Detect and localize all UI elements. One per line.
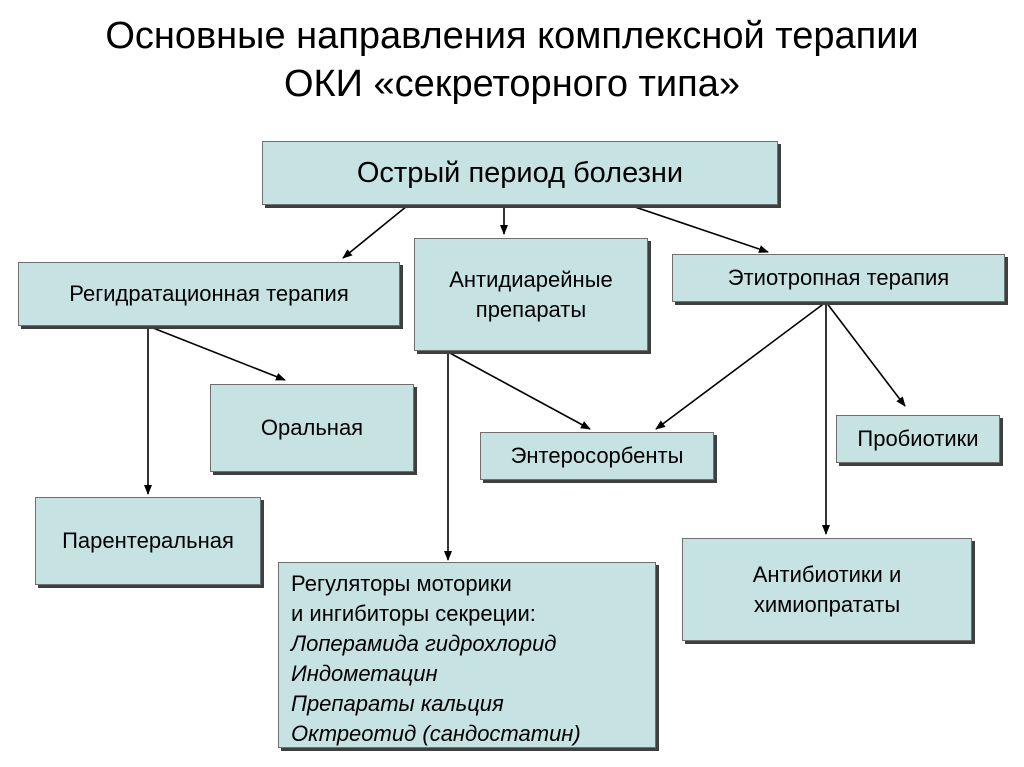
node-etiotropic-label: Этиотропная терапия xyxy=(727,265,950,290)
node-regulators: Регуляторы моторики и ингибиторы секреци… xyxy=(278,562,656,748)
node-rehydration-label: Регидратационная терапия xyxy=(69,281,349,306)
node-antibiotics: Антибиотики и химиопрататы xyxy=(682,538,972,641)
node-acute-period: Острый период болезни xyxy=(262,141,778,205)
node-acute-period-label: Острый период болезни xyxy=(356,157,684,189)
node-antidiarrheal-line1: Антидиарейные xyxy=(449,266,613,292)
regulators-drug-item: Октреотид (сандостатин) xyxy=(291,721,581,746)
node-regulators-line1: Регуляторы моторики xyxy=(291,571,512,596)
node-parenteral: Парентеральная xyxy=(35,497,261,585)
title-line-2: ОКИ «секреторного типа» xyxy=(283,63,741,105)
node-rehydration-therapy: Регидратационная терапия xyxy=(18,262,400,326)
arrow-acute-to-etiotropic xyxy=(631,205,769,253)
arrow-rehydration-to-oral xyxy=(147,325,286,381)
node-antidiarrheal: Антидиарейные препараты xyxy=(414,238,648,351)
node-oral: Оральная xyxy=(210,384,414,472)
node-oral-label: Оральная xyxy=(260,415,364,440)
node-regulators-line2: и ингибиторы секреции: xyxy=(291,601,536,626)
node-antibiotics-line1: Антибиотики и xyxy=(752,561,902,587)
node-antibiotics-line2: химиопрататы xyxy=(753,591,901,617)
node-antidiarrheal-line2: препараты xyxy=(475,296,587,322)
title-line-1: Основные направления комплексной терапии xyxy=(105,15,919,57)
node-probiotics-label: Пробиотики xyxy=(857,426,979,451)
arrow-etiotropic-to-probiotics xyxy=(825,301,906,407)
arrow-etiotropic-to-enterosorbents xyxy=(655,301,827,430)
node-probiotics: Пробиотики xyxy=(836,415,1000,463)
slide-title: Основные направления комплексной терапии… xyxy=(0,12,1024,108)
node-parenteral-label: Парентеральная xyxy=(62,528,234,553)
node-etiotropic-therapy: Этиотропная терапия xyxy=(672,254,1005,302)
regulators-drug-item: Лоперамида гидрохлорид xyxy=(291,631,557,656)
regulators-drug-item: Индометацин xyxy=(291,661,438,686)
arrow-antidiarrheal-to-enterosorbents xyxy=(447,351,591,430)
node-enterosorbents-label: Энтеросорбенты xyxy=(510,443,684,468)
regulators-drug-item: Препараты кальция xyxy=(291,691,504,716)
node-enterosorbents: Энтеросорбенты xyxy=(480,432,714,480)
arrow-acute-to-rehydration xyxy=(342,205,408,259)
